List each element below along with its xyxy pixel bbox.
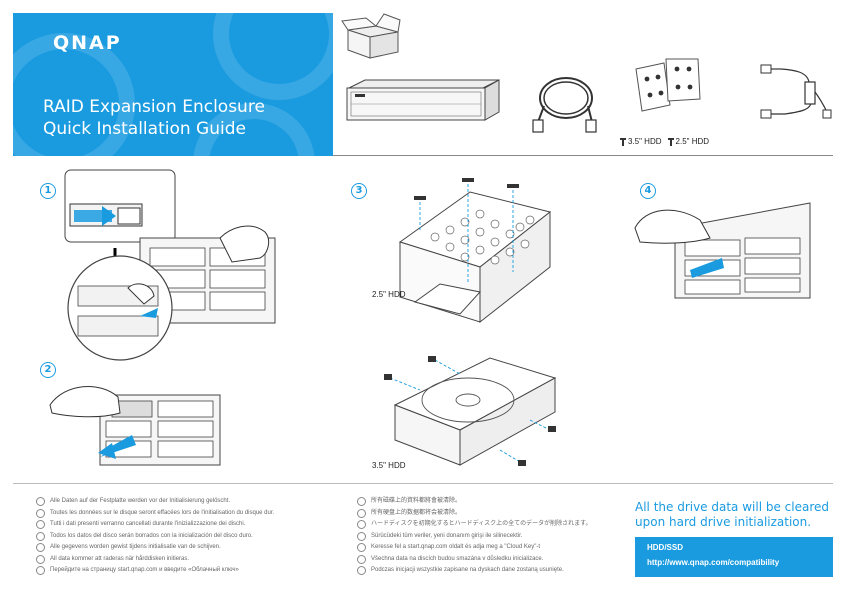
accessory-divider [333, 155, 833, 156]
lang-badge-icon [357, 543, 366, 553]
notes-right: 所有磁碟上的資料都將會被清除。 所有硬盘上的数据都将会被清除。 ハードディスクを… [357, 496, 592, 577]
step-4-badge: 4 [640, 183, 656, 199]
compatibility-box: HDD/SSD http://www.qnap.com/compatibilit… [635, 537, 833, 577]
lang-badge-icon [36, 531, 45, 541]
guide-title-line1: RAID Expansion Enclosure [43, 97, 265, 117]
label-3-5-hdd: 3.5" HDD [372, 461, 406, 470]
compatibility-link[interactable]: http://www.qnap.com/compatibility [647, 558, 780, 567]
step-1-illustration [64, 169, 276, 361]
lang-badge-icon [36, 497, 45, 507]
screw-25-icon [667, 137, 674, 146]
step-4-illustration [634, 202, 811, 299]
screw-legend: 3.5" HDD 2.5" HDD [620, 137, 709, 146]
step-3-tray-illustration [398, 178, 552, 324]
step-3-badge: 3 [351, 183, 367, 199]
note-zh-tw: 所有磁碟上的資料都將會被清除。 [357, 496, 592, 508]
screw-packs-icon [635, 58, 701, 112]
footer-divider [13, 483, 833, 484]
note-cs: Všechna data na discích budou smazána v … [357, 554, 592, 566]
screw-label-35: 3.5" HDD [628, 137, 662, 146]
lang-badge-icon [357, 566, 366, 576]
note-pl: Podczas inicjacji wszystkie zapisane na … [357, 565, 592, 577]
note-ru: Перейдите на страницу start.qnap.com и в… [36, 565, 274, 577]
note-es: Todos los datos del disco serán borrados… [36, 531, 274, 543]
screw-legend-25: 2.5" HDD [667, 137, 710, 146]
note-it: Tutti i dati presenti verranno cancellat… [36, 519, 274, 531]
screw-label-25: 2.5" HDD [675, 137, 710, 146]
step-1-badge: 1 [40, 183, 56, 199]
lang-badge-icon [36, 543, 45, 553]
lang-badge-icon [36, 520, 45, 530]
note-sv: All data kommer att raderas när hårddisk… [36, 554, 274, 566]
gear-decoration [213, 13, 333, 100]
screw-35-icon [620, 137, 626, 146]
data-clear-warning: All the drive data will be cleared upon … [635, 500, 830, 529]
note-hu: Keresse fel a start.qnap.com oldalt és a… [357, 542, 592, 554]
enclosure-unit-icon [346, 79, 500, 121]
note-ja: ハードディスクを初期化するとハードディスク上の全てのデータが削除されます。 [357, 519, 592, 531]
note-zh-cn: 所有硬盘上的数据都将会被清除。 [357, 508, 592, 520]
note-nl: Alle gegevens worden gewist tijdens init… [36, 542, 274, 554]
guide-title-line2: Quick Installation Guide [43, 119, 246, 139]
label-2-5-hdd: 2.5" HDD [372, 290, 406, 299]
lang-badge-icon [36, 566, 45, 576]
lang-badge-icon [36, 554, 45, 564]
cable-icon [532, 77, 597, 133]
lang-badge-icon [36, 508, 45, 518]
step-2-illustration [49, 386, 221, 466]
step-2-badge: 2 [40, 362, 56, 378]
step-3-hdd-illustration [384, 356, 557, 466]
lang-badge-icon [357, 520, 366, 530]
lang-badge-icon [357, 554, 366, 564]
header-banner: QNAP RAID Expansion Enclosure Quick Inst… [13, 13, 333, 156]
notes-left: Alle Daten auf der Festplatte werden vor… [36, 496, 274, 577]
lang-badge-icon [357, 531, 366, 541]
lang-badge-icon [357, 497, 366, 507]
note-de: Alle Daten auf der Festplatte werden vor… [36, 496, 274, 508]
box-icon [341, 13, 401, 59]
note-fr: Toutes les données sur le disque seront … [36, 508, 274, 520]
qnap-logo: QNAP [53, 32, 122, 54]
lang-badge-icon [357, 508, 366, 518]
compatibility-label: HDD/SSD [647, 543, 684, 552]
power-cord-icon [760, 64, 832, 119]
screw-legend-35: 3.5" HDD [620, 137, 662, 146]
note-tr: Sürücüdeki tüm veriler, yeni donanım gir… [357, 531, 592, 543]
